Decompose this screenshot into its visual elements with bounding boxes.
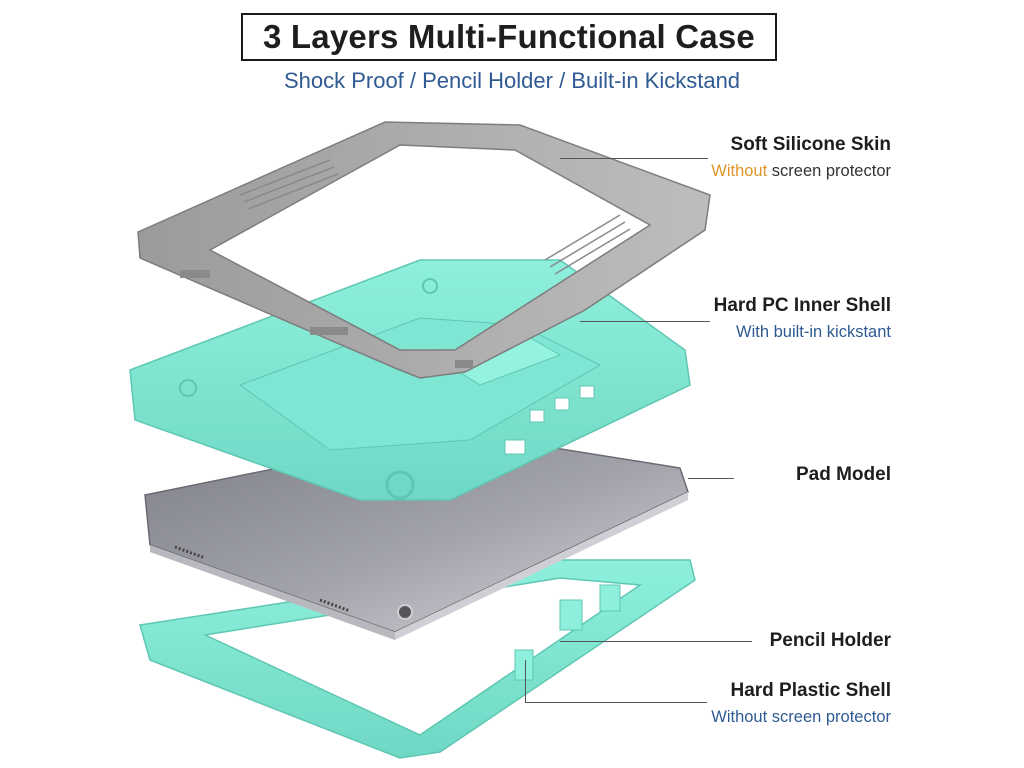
callout-inner-shell: Hard PC Inner Shell With built-in kickst…: [714, 295, 891, 342]
leader-line-silicone: [560, 158, 708, 159]
callout-title: Soft Silicone Skin: [730, 134, 891, 155]
page-subtitle: Shock Proof / Pencil Holder / Built-in K…: [283, 68, 741, 93]
callout-subtitle: Without screen protector: [711, 708, 891, 726]
callout-subtitle-rest: screen protector: [767, 162, 891, 180]
leader-line-outer-shell-vertical: [525, 660, 526, 702]
callout-silicone-skin: Soft Silicone Skin Without screen protec…: [711, 134, 891, 181]
leader-line-pencil: [560, 641, 752, 642]
callout-subtitle: Without screen protector: [711, 162, 891, 181]
leader-line-pad: [688, 478, 734, 479]
camera-icon: [397, 604, 413, 620]
callout-pad-model: Pad Model: [796, 464, 891, 486]
soft-silicone-skin: [137, 121, 711, 379]
callout-outer-shell: Hard Plastic Shell Without screen protec…: [711, 680, 891, 727]
callout-subtitle: With built-in kickstant: [736, 323, 891, 341]
callout-title: Hard Plastic Shell: [730, 680, 891, 701]
callout-title: Hard PC Inner Shell: [713, 295, 891, 316]
camera-cutout: [385, 470, 415, 500]
leader-line-outer-shell: [525, 702, 707, 703]
callout-accent-word: Without: [711, 162, 768, 180]
callout-title: Pencil Holder: [769, 630, 891, 651]
page-title: 3 Layers Multi-Functional Case: [263, 18, 755, 55]
callout-pencil-holder: Pencil Holder: [770, 630, 891, 652]
pad-model-tablet: [144, 431, 689, 640]
leader-line-inner-shell: [580, 321, 710, 322]
callout-title: Pad Model: [795, 464, 891, 485]
title-box: 3 Layers Multi-Functional Case: [241, 13, 777, 61]
